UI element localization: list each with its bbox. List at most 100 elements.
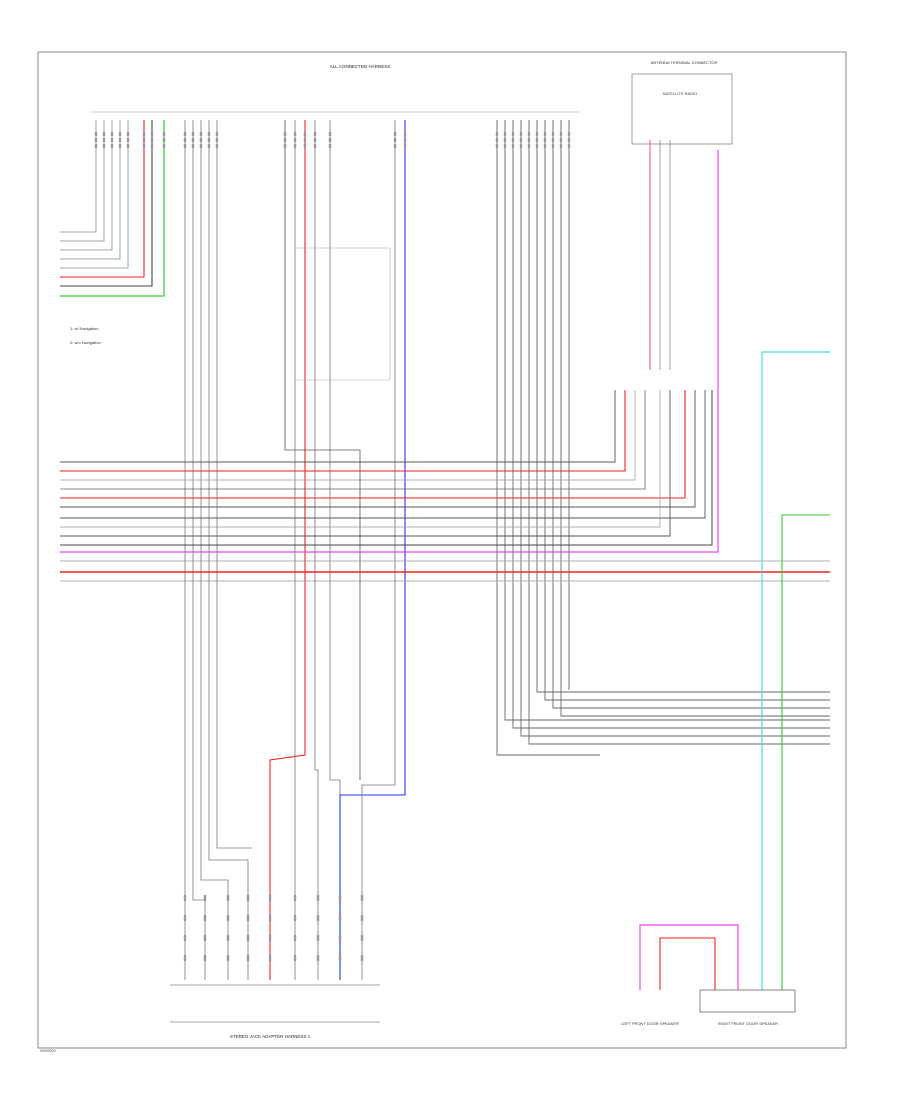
pin-marker (126, 144, 130, 148)
pin-marker (511, 144, 515, 148)
pin-marker (313, 138, 317, 142)
pin-marker (316, 895, 320, 901)
pin-marker (543, 138, 547, 142)
pin-marker (102, 138, 106, 142)
middle-junction (295, 247, 391, 381)
pin-marker (283, 132, 287, 136)
wire-gray (361, 120, 396, 980)
pin-marker (162, 132, 166, 136)
wire-black (60, 390, 616, 463)
pin-marker (226, 935, 230, 941)
wire-gray (60, 390, 636, 481)
pin-marker (495, 138, 499, 142)
pin-marker (203, 895, 207, 901)
antenna-module-inner-label: SATELLITE RADIO (663, 91, 698, 96)
pin-marker (183, 935, 187, 941)
horizontal-bus (60, 150, 830, 582)
pin-marker (328, 144, 332, 148)
left-terminal-group (60, 120, 129, 269)
pin-marker (203, 935, 207, 941)
pin-marker (403, 132, 407, 136)
pin-marker (118, 132, 122, 136)
wire-red (269, 120, 306, 980)
pin-marker (126, 132, 130, 136)
wire-red (60, 390, 626, 472)
top-harness-title: ALL CONNECTED HARNESS (330, 64, 391, 69)
pin-marker (268, 895, 272, 901)
pin-marker (183, 132, 187, 136)
pin-marker (511, 132, 515, 136)
pin-marker (403, 144, 407, 148)
pin-marker (183, 138, 187, 142)
pin-marker (150, 132, 154, 136)
left-speaker: LEFT FRONT DOOR SPEAKER RIGHT FRONT DOOR… (621, 924, 796, 1026)
wire-black (60, 390, 706, 519)
pin-marker (110, 138, 114, 142)
pin-marker (293, 955, 297, 961)
wire-black (60, 390, 646, 490)
connector-markers (94, 132, 571, 961)
pin-marker (360, 955, 364, 961)
pin-marker (226, 915, 230, 921)
wire-pink (60, 150, 719, 553)
pin-marker (535, 132, 539, 136)
pin-marker (393, 132, 397, 136)
pin-marker (303, 138, 307, 142)
wire-black (60, 390, 671, 537)
pin-marker (360, 935, 364, 941)
pin-marker (102, 144, 106, 148)
wire-black (60, 390, 696, 508)
pin-marker (199, 132, 203, 136)
pin-marker (94, 132, 98, 136)
pin-marker (338, 915, 342, 921)
wire-gray (60, 390, 661, 528)
pin-marker (328, 132, 332, 136)
pin-marker (519, 144, 523, 148)
wire-bundle-1 (184, 120, 252, 980)
pin-marker (551, 132, 555, 136)
wire-black (60, 120, 153, 287)
pin-marker (293, 144, 297, 148)
wire-red (659, 937, 716, 990)
pin-marker (567, 132, 571, 136)
pin-marker (293, 935, 297, 941)
pin-marker (543, 132, 547, 136)
pin-marker (268, 915, 272, 921)
pin-marker (313, 132, 317, 136)
pin-marker (567, 138, 571, 142)
pin-marker (495, 132, 499, 136)
wire-red (60, 120, 145, 278)
pin-marker (519, 138, 523, 142)
wire-black (60, 390, 713, 546)
pin-marker (183, 144, 187, 148)
pin-marker (191, 144, 195, 148)
pin-marker (283, 144, 287, 148)
pin-marker (559, 138, 563, 142)
wire-black (284, 120, 361, 780)
pin-marker (199, 138, 203, 142)
pin-marker (191, 138, 195, 142)
pin-marker (215, 132, 219, 136)
antenna-module: ANTENNA TERMINAL CONNECTOR SATELLITE RAD… (631, 60, 733, 145)
pin-marker (183, 895, 187, 901)
wire-cyan (761, 351, 830, 990)
pin-marker (207, 132, 211, 136)
pin-marker (162, 138, 166, 142)
pin-marker (393, 144, 397, 148)
pin-marker (316, 935, 320, 941)
pin-marker (527, 132, 531, 136)
pin-marker (338, 955, 342, 961)
wire-green (60, 120, 165, 297)
pin-marker (246, 955, 250, 961)
pin-marker (503, 132, 507, 136)
pin-marker (226, 955, 230, 961)
antenna-module-label: ANTENNA TERMINAL CONNECTOR (651, 60, 718, 65)
pin-marker (268, 955, 272, 961)
pin-marker (142, 144, 146, 148)
pin-marker (268, 935, 272, 941)
pin-marker (503, 138, 507, 142)
pin-marker (559, 132, 563, 136)
pin-marker (511, 138, 515, 142)
pin-marker (110, 144, 114, 148)
pin-marker (118, 144, 122, 148)
